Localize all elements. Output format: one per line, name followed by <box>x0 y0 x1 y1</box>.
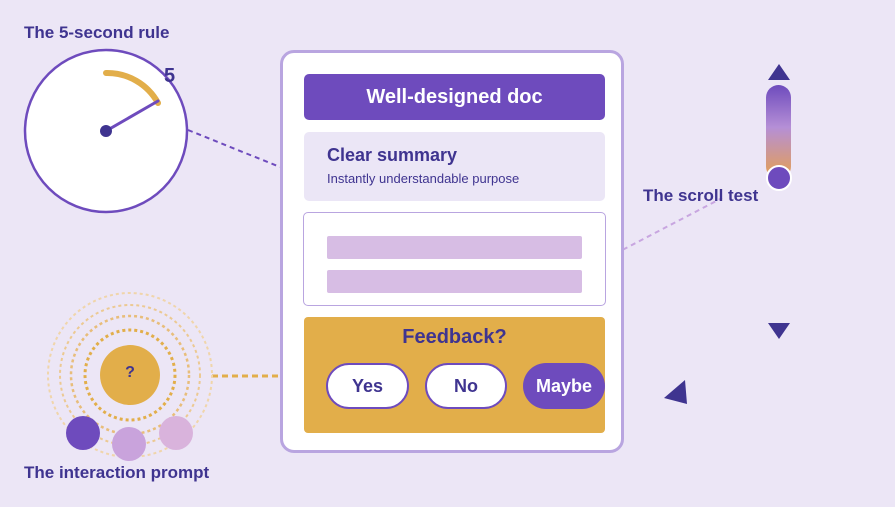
feedback-maybe-button[interactable]: Maybe <box>523 363 605 409</box>
prompt-dot-purple <box>66 416 100 450</box>
summary-title: Clear summary <box>327 145 458 165</box>
feedback-no-button[interactable]: No <box>425 363 507 409</box>
scroll-connector-line <box>606 197 723 259</box>
scroll-test-label: The scroll test <box>643 186 759 205</box>
question-mark-icon: ? <box>125 364 135 381</box>
content-placeholder-line <box>327 270 582 293</box>
content-placeholder-line <box>327 236 582 259</box>
summary-subtitle: Instantly understandable purpose <box>327 171 520 186</box>
summary-block: Clear summary Instantly understandable p… <box>304 132 605 201</box>
clock-arc <box>103 69 161 106</box>
prompt-dot-lavender <box>112 427 146 461</box>
prompt-dot-pink <box>159 416 193 450</box>
scroll-down-arrow-icon[interactable] <box>768 323 790 339</box>
clock-center <box>100 125 112 137</box>
scroll-up-arrow-icon[interactable] <box>768 64 790 80</box>
clock-seconds-label: 5 <box>164 65 176 87</box>
interaction-prompt-label: The interaction prompt <box>24 463 210 482</box>
prompt-ring-inner <box>83 328 177 422</box>
five-second-rule-label: The 5-second rule <box>24 23 170 42</box>
cursor-pointer-icon <box>664 380 687 404</box>
feedback-yes-button[interactable]: Yes <box>326 363 409 409</box>
feedback-prompt: Feedback? <box>402 326 507 348</box>
scroll-thumb[interactable] <box>766 165 792 191</box>
clock-hand <box>104 99 160 133</box>
question-circle[interactable] <box>100 345 160 405</box>
clock-connector-line <box>187 129 281 168</box>
scroll-track[interactable] <box>766 85 791 179</box>
document-title: Well-designed doc <box>304 74 605 120</box>
